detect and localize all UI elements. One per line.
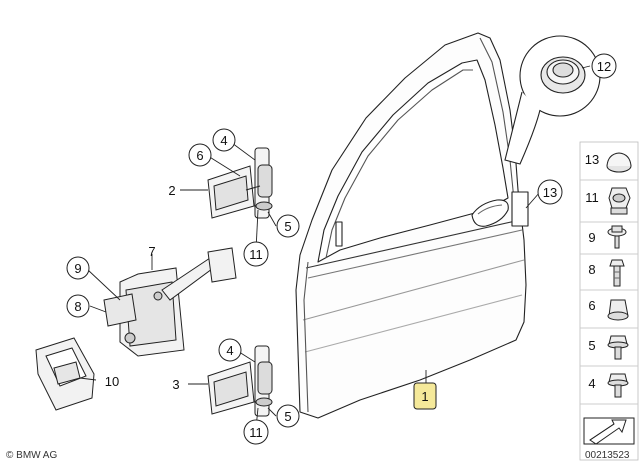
copyright-label: © BMW AG xyxy=(6,450,58,461)
callout-4-upper: 4 xyxy=(212,128,236,152)
legend-row-8: 8 xyxy=(588,259,625,287)
callout-4-upper-text: 4 xyxy=(220,133,227,148)
legend-row-9: 9 xyxy=(588,225,627,249)
callout-2: 2 xyxy=(168,183,175,198)
callout-5-lower-text: 5 xyxy=(284,409,291,424)
legend-row-11: 11 xyxy=(585,187,631,215)
callouts: 1 2 3 4 4 5 5 6 7 xyxy=(66,53,617,445)
lower-hinge xyxy=(207,345,273,417)
callout-13-text: 13 xyxy=(543,185,557,200)
plug-cap-icon xyxy=(606,152,632,173)
callout-10: 10 xyxy=(105,374,119,389)
legend-row-4: 4 xyxy=(588,373,629,398)
seal-grommet xyxy=(35,337,95,411)
plug-detail-magnifier xyxy=(504,35,601,165)
callout-12-text: 12 xyxy=(597,59,611,74)
legend-row-5: 5 xyxy=(588,335,629,360)
door-check-strap xyxy=(103,247,237,357)
hex-nut-icon xyxy=(608,187,631,215)
callout-1: 1 xyxy=(413,382,437,410)
legend-row-13: 13 xyxy=(585,152,632,173)
callout-1-text: 1 xyxy=(421,389,428,404)
direction-arrow-icon xyxy=(583,417,635,445)
callout-9: 9 xyxy=(66,256,90,280)
callout-8: 8 xyxy=(66,294,90,318)
hex-bolt-icon xyxy=(609,259,625,287)
upper-hinge xyxy=(207,147,273,219)
callout-7: 7 xyxy=(148,244,155,259)
leader-lines xyxy=(79,65,591,429)
callout-7-text: 7 xyxy=(148,244,155,259)
callout-10-text: 10 xyxy=(105,374,119,389)
callout-11-upper: 11 xyxy=(243,241,269,267)
legend-label-8: 8 xyxy=(588,262,595,277)
legend-label-9: 9 xyxy=(588,230,595,245)
callout-13: 13 xyxy=(537,179,563,205)
legend-label-4: 4 xyxy=(588,376,595,391)
legend-label-5: 5 xyxy=(588,338,595,353)
callout-8-text: 8 xyxy=(74,299,81,314)
callout-11-upper-text: 11 xyxy=(249,247,263,262)
parts-legend: 13 11 9 8 xyxy=(579,141,639,461)
front-door-shell xyxy=(295,32,529,419)
callout-5-upper: 5 xyxy=(276,214,300,238)
callout-12: 12 xyxy=(591,53,617,79)
callout-4-lower-text: 4 xyxy=(226,343,233,358)
legend-label-6: 6 xyxy=(588,298,595,313)
legend-label-13: 13 xyxy=(585,152,599,167)
callout-4-lower: 4 xyxy=(218,338,242,362)
legend-row-6: 6 xyxy=(588,298,629,321)
diagram-number: 00213523 xyxy=(585,450,630,461)
callout-5-lower: 5 xyxy=(276,404,300,428)
callout-3: 3 xyxy=(172,377,179,392)
cap-nut-icon xyxy=(607,299,629,321)
torx-bolt-icon xyxy=(607,373,629,398)
legend-label-11: 11 xyxy=(585,190,599,205)
flange-bolt-icon xyxy=(607,335,629,360)
callout-11-lower-text: 11 xyxy=(249,425,263,440)
washer-bolt-icon xyxy=(607,225,627,249)
callout-9-text: 9 xyxy=(74,261,81,276)
callout-2-text: 2 xyxy=(168,183,175,198)
callout-11-lower: 11 xyxy=(243,419,269,445)
callout-6: 6 xyxy=(188,143,212,167)
callout-3-text: 3 xyxy=(172,377,179,392)
callout-6-text: 6 xyxy=(196,148,203,163)
callout-5-upper-text: 5 xyxy=(284,219,291,234)
